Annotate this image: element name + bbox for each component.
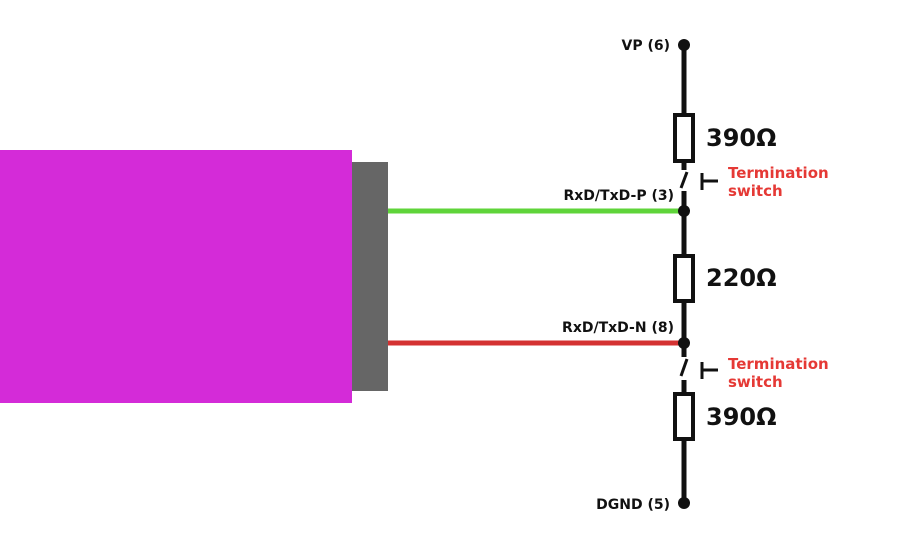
connector-block (352, 162, 388, 391)
label-resistor-middle: 220Ω (706, 264, 777, 292)
resistor-middle (673, 254, 695, 303)
resistor-bottom (673, 392, 695, 441)
label-resistor-top: 390Ω (706, 124, 777, 152)
node-vp (678, 39, 690, 51)
label-switch-bottom-line1: Termination (728, 355, 829, 373)
termination-switch-bottom-symbol (679, 358, 718, 379)
node-rxd-n (678, 337, 690, 349)
label-switch-bottom-line2: switch (728, 373, 783, 391)
node-rxd-p (678, 205, 690, 217)
termination-switch-top-symbol (679, 171, 718, 190)
label-dgnd: DGND (5) (596, 497, 670, 513)
label-rxd-p: RxD/TxD-P (3) (564, 188, 675, 204)
label-switch-top-line2: switch (728, 182, 783, 200)
node-dgnd (678, 497, 690, 509)
device-block (0, 150, 352, 403)
resistor-top (673, 113, 695, 163)
label-vp: VP (6) (621, 38, 670, 54)
label-rxd-n: RxD/TxD-N (8) (562, 320, 674, 336)
label-resistor-bottom: 390Ω (706, 403, 777, 431)
label-switch-top-line1: Termination (728, 164, 829, 182)
